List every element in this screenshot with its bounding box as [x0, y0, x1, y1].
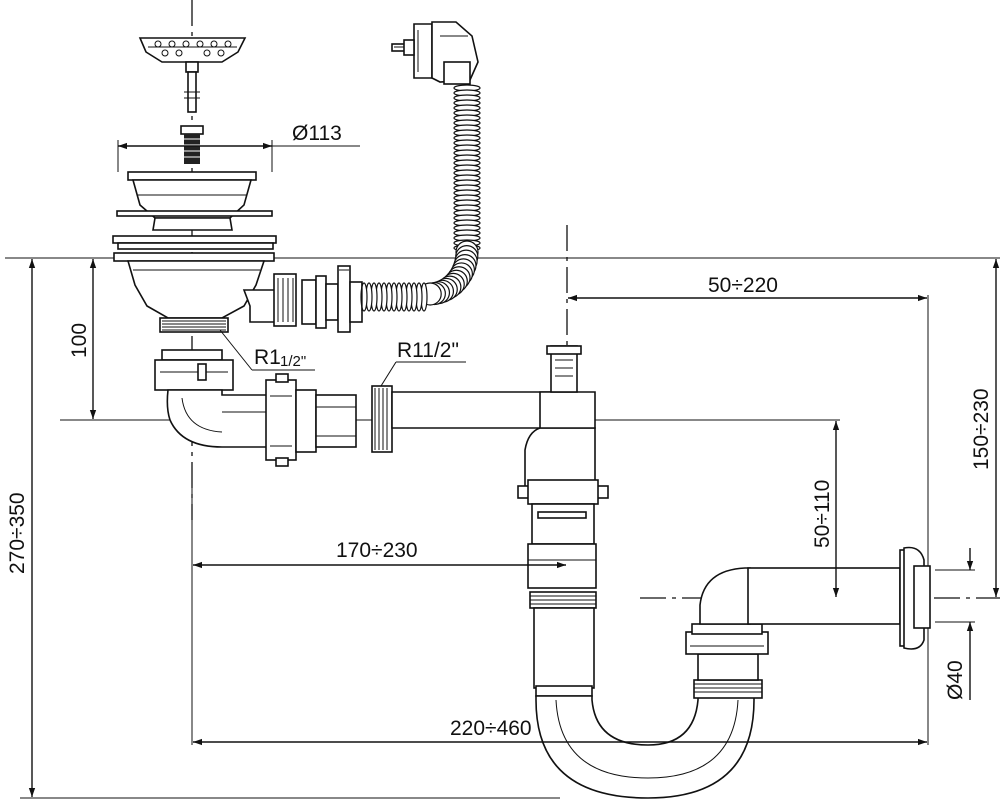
label-r1-suffix: 1/2"	[280, 353, 306, 370]
trap-outlet-leg	[685, 567, 769, 699]
dimension-170-230: 170÷230	[193, 539, 566, 569]
dimension-r11-2: R11/2"	[380, 339, 466, 387]
dimension-220-460: 220÷460	[193, 717, 927, 746]
basket-overflow-outlet	[242, 273, 297, 327]
corrugated-overflow-hose	[360, 84, 481, 312]
dimension-100: 100	[68, 259, 97, 419]
label-100: 100	[68, 323, 91, 358]
label-150-230: 150÷230	[970, 388, 993, 470]
sink-flange	[112, 171, 277, 333]
label-r11-2: R11/2"	[397, 339, 459, 362]
label-r1: R1	[254, 346, 281, 369]
wall-outlet-pipe	[747, 546, 931, 650]
label-50-220: 50÷220	[708, 274, 778, 297]
dimension-r1-1-2: R1 1/2"	[219, 329, 315, 371]
dimension-150-230: 150÷230	[970, 259, 1000, 597]
label-270-350: 270÷350	[6, 492, 29, 574]
trap-body	[391, 345, 609, 697]
label-d113: Ø113	[292, 122, 342, 145]
label-220-460: 220÷460	[450, 717, 532, 740]
dimension-50-220: 50÷220	[568, 274, 927, 302]
label-170-230: 170÷230	[336, 539, 418, 562]
dimension-d113: Ø113	[117, 122, 360, 172]
horizontal-inlet-pipe	[265, 373, 357, 467]
strainer-basket	[138, 37, 247, 113]
label-50-110: 50÷110	[811, 480, 834, 548]
dimension-270-350: 270÷350	[6, 259, 36, 797]
dimension-50-110: 50÷110	[811, 421, 840, 597]
center-screw	[180, 125, 204, 164]
overflow-head	[391, 21, 479, 85]
u-bend	[535, 695, 755, 799]
label-d40: Ø40	[944, 660, 967, 700]
left-elbow	[154, 349, 271, 448]
overflow-connector	[301, 265, 363, 333]
threaded-nut-r112	[371, 385, 393, 453]
dimension-d40: Ø40	[944, 548, 974, 700]
